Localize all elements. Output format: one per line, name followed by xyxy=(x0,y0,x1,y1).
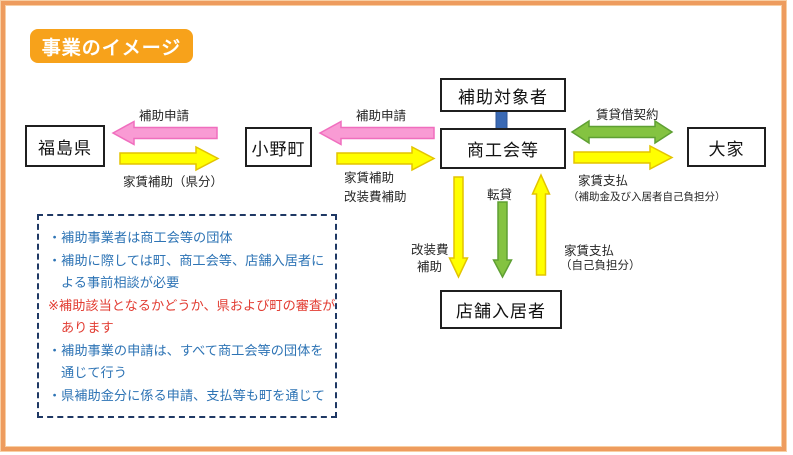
label-lease-contract: 賃貸借契約 xyxy=(596,108,659,122)
node-fukushima-prefecture: 福島県 xyxy=(25,125,105,167)
note-line: ・県補助金分に係る申請、支払等も町を通じて xyxy=(48,387,325,403)
note-line: ※補助該当となるかどうか、県および町の審査が xyxy=(48,297,336,313)
node-ono-town: 小野町 xyxy=(245,127,312,167)
arrow-left-subsidy-application-town-to-pref xyxy=(111,120,218,146)
arrow-right-subsidies-town-to-assoc xyxy=(336,145,436,172)
arrow-up-rent-payment-self-burden xyxy=(531,173,551,276)
note-line: ・補助事業の申請は、すべて商工会等の団体を xyxy=(48,342,324,358)
note-line: ・補助事業者は商工会等の団体 xyxy=(48,230,233,245)
label-subsidy-application-left: 補助申請 xyxy=(139,109,190,123)
note-line: ・補助に際しては町、商工会等、店舗入居者に xyxy=(48,252,325,268)
label-rent-payment: 家賃支払 xyxy=(578,174,629,188)
note-line: よる事前相談が必要 xyxy=(61,275,180,290)
label-renovation-cost-line1: 改装費 xyxy=(411,243,449,257)
node-subsidy-recipient: 補助対象者 xyxy=(440,78,566,112)
label-rent-subsidy: 家賃補助 xyxy=(344,171,395,185)
page-border xyxy=(1,1,786,451)
arrow-left-subsidy-application-assoc-to-town xyxy=(318,120,435,146)
notes-box: ・補助事業者は商工会等の団体 ・補助に際しては町、商工会等、店舗入居者に よる事… xyxy=(37,214,337,418)
arrow-down-renovation-subsidy xyxy=(448,176,469,279)
note-line: 通じて行う xyxy=(61,365,127,380)
label-renovation-cost-line2: 補助 xyxy=(417,260,443,274)
label-rent-payment-self-line2: （自己負担分） xyxy=(560,260,641,272)
arrow-down-sublease xyxy=(492,201,513,279)
label-rent-subsidy-pref-portion: 家賃補助（県分） xyxy=(123,175,224,189)
label-rent-payment-self-line1: 家賃支払 xyxy=(564,244,615,258)
arrow-double-lease-contract xyxy=(570,119,674,145)
label-subsidy-application-mid: 補助申請 xyxy=(356,109,407,123)
label-sublease: 転貸 xyxy=(487,188,513,202)
arrow-right-rent-subsidy-pref-to-town xyxy=(119,145,220,172)
label-rent-payment-detail: （補助金及び入居者自己負担分） xyxy=(568,191,726,203)
node-commerce-association: 商工会等 xyxy=(440,128,566,169)
label-renovation-subsidy: 改装費補助 xyxy=(344,190,407,204)
node-landlord: 大家 xyxy=(687,127,766,167)
page-title: 事業のイメージ xyxy=(30,29,193,63)
note-line: あります xyxy=(61,320,114,335)
arrow-right-rent-payment-assoc-to-landlord xyxy=(573,144,674,171)
node-shop-tenant: 店舗入居者 xyxy=(440,290,562,329)
